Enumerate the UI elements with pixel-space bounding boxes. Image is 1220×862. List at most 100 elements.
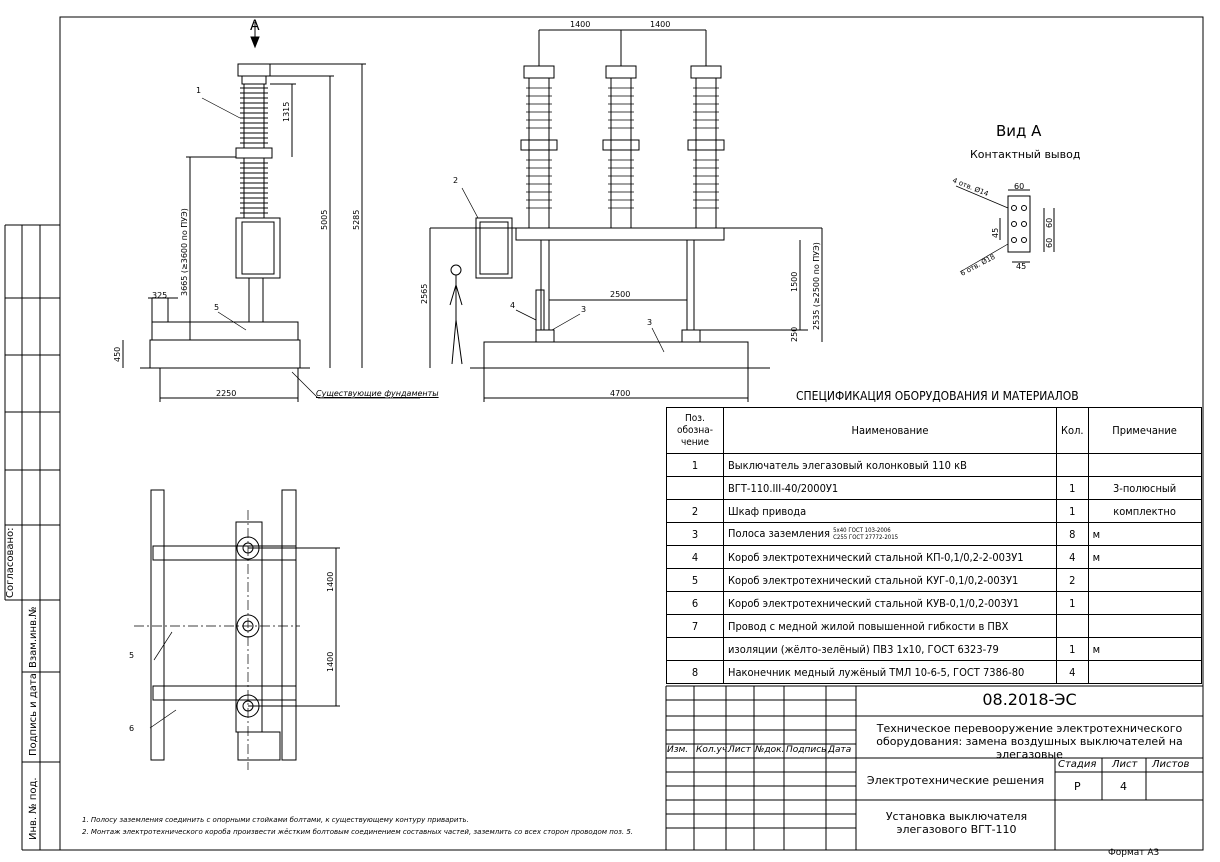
row-sub-2: С255 ГОСТ 27772-2015 — [833, 534, 899, 541]
row-note — [1087, 568, 1202, 592]
row-qty: 1 — [1056, 637, 1089, 661]
row-qty — [1056, 614, 1089, 638]
row-sub-1: 5х40 ГОСТ 103-2006 — [833, 527, 891, 534]
spec-title: СПЕЦИФИКАЦИЯ ОБОРУДОВАНИЯ И МАТЕРИАЛОВ — [796, 389, 1079, 403]
row-qty: 1 — [1056, 499, 1089, 523]
view-arrow-label: А — [250, 18, 260, 34]
stamp-sheet-title: Установка выключателя элегазового ВГТ-11… — [885, 810, 1028, 836]
view-arrow-icon — [250, 36, 260, 49]
inv-sub-label: Взам.инв.№ — [28, 606, 39, 668]
row-pos: 5 — [666, 568, 724, 592]
inv-orig-label: Инв. № под. — [28, 777, 39, 840]
callout-3a: 3 — [581, 305, 587, 314]
view-a-title: Вид А — [996, 122, 1042, 140]
row-name: Наконечник медный лужёный ТМЛ 10-6-5, ГО… — [723, 660, 1057, 684]
row-pos: 2 — [666, 499, 724, 523]
stamp-grid — [665, 685, 1203, 850]
row-qty: 4 — [1056, 545, 1089, 569]
stamp-lists-label: Листов — [1152, 759, 1190, 770]
stamp-section: Электротехнические решения — [866, 774, 1045, 787]
stamp-col-list: Лист — [728, 745, 751, 755]
contact-title: Контактный вывод — [970, 148, 1081, 161]
row-name: Шкаф привода — [723, 499, 1057, 523]
callout-2: 2 — [453, 176, 459, 185]
dim-325: 325 — [152, 291, 168, 300]
spec-head-name: Наименование — [723, 407, 1057, 454]
callout-6: 6 — [129, 724, 135, 733]
row-note — [1087, 614, 1202, 638]
dim-1315: 1315 — [282, 102, 291, 122]
agreed-label: Согласовано: — [5, 527, 16, 598]
dim-450: 450 — [113, 347, 122, 362]
stamp-col-izm: Изм. — [667, 745, 689, 755]
stamp-col-kol: Кол.уч. — [696, 745, 731, 755]
row-note: м — [1087, 522, 1202, 546]
sheet-frame — [59, 16, 1204, 851]
note-1: 1. Полосу заземления соединить с опорным… — [82, 816, 469, 824]
row-name: ВГТ-110.III-40/2000У1 — [723, 476, 1057, 500]
plan-dim-1400a: 1400 — [326, 572, 335, 592]
row-pos — [666, 637, 724, 661]
contact-terminal-detail — [955, 185, 1055, 273]
stamp-stage-label: Стадия — [1058, 759, 1097, 770]
stamp-list: 4 — [1120, 780, 1127, 793]
row-pos: 6 — [666, 591, 724, 615]
stamp-col-date: Дата — [828, 745, 852, 755]
row-qty: 2 — [1056, 568, 1089, 592]
contact-holes-1: 4 отв. Ø14 — [951, 176, 990, 198]
row-pos: 3 — [666, 522, 724, 546]
row-note — [1087, 453, 1202, 477]
row-qty: 8 — [1056, 522, 1089, 546]
row-qty: 4 — [1056, 660, 1089, 684]
callout-1: 1 — [196, 86, 202, 95]
row-qty: 1 — [1056, 591, 1089, 615]
dim-2250: 2250 — [216, 389, 237, 398]
row-note — [1087, 660, 1202, 684]
dim-5005: 5005 — [320, 210, 329, 230]
row-note: м — [1087, 637, 1202, 661]
row-name: Выключатель элегазовый колонковый 110 кВ — [723, 453, 1057, 477]
stamp-code: 08.2018-ЭС — [982, 690, 1077, 709]
row-pos: 4 — [666, 545, 724, 569]
dim-1400a: 1400 — [570, 20, 591, 29]
existing-foundations-label: Существующие фундаменты — [316, 389, 439, 398]
row-name: Короб электротехнический стальной КУГ-0,… — [723, 568, 1057, 592]
row-pos — [666, 476, 724, 500]
table-row: изоляции (жёлто-зелёный) ПВ3 1х10, ГОСТ … — [666, 637, 1202, 661]
row-name: Короб электротехнический стальной КП-0,1… — [723, 545, 1057, 569]
dim-250: 250 — [790, 327, 799, 342]
dim-2500: 2500 — [610, 290, 631, 299]
sign-date-label: Подпись и дата — [28, 673, 39, 756]
contact-dim-60b: 60 — [1045, 218, 1054, 228]
row-note: комплектно — [1087, 499, 1202, 523]
stamp-col-ndoc: №док. — [755, 745, 785, 755]
row-note: 3-полюсный — [1087, 476, 1202, 500]
stamp-project: Техническое перевооружение электротехнич… — [876, 722, 1183, 761]
row-note: м — [1087, 545, 1202, 569]
dim-4700: 4700 — [610, 389, 631, 398]
row-pos: 8 — [666, 660, 724, 684]
dim-1400b: 1400 — [650, 20, 671, 29]
stamp-list-label: Лист — [1112, 759, 1138, 770]
row-pos: 1 — [666, 453, 724, 477]
stamp-col-sign: Подпись — [786, 745, 827, 755]
row-note — [1087, 591, 1202, 615]
dim-3665: 3665 (≥3600 по ПУЭ) — [180, 208, 189, 296]
dim-5285: 5285 — [352, 210, 361, 230]
callout-3b: 3 — [647, 318, 653, 327]
callout-5b: 5 — [129, 651, 135, 660]
contact-dim-60a: 60 — [1014, 182, 1025, 191]
spec-head-pos: Поз. обозна- чение — [666, 407, 724, 454]
dim-2535: 2535 (≥2500 по ПУЭ) — [812, 242, 821, 330]
format-label: Формат А3 — [1108, 848, 1160, 858]
plan-view — [134, 489, 340, 770]
stamp-stage: Р — [1074, 780, 1081, 793]
